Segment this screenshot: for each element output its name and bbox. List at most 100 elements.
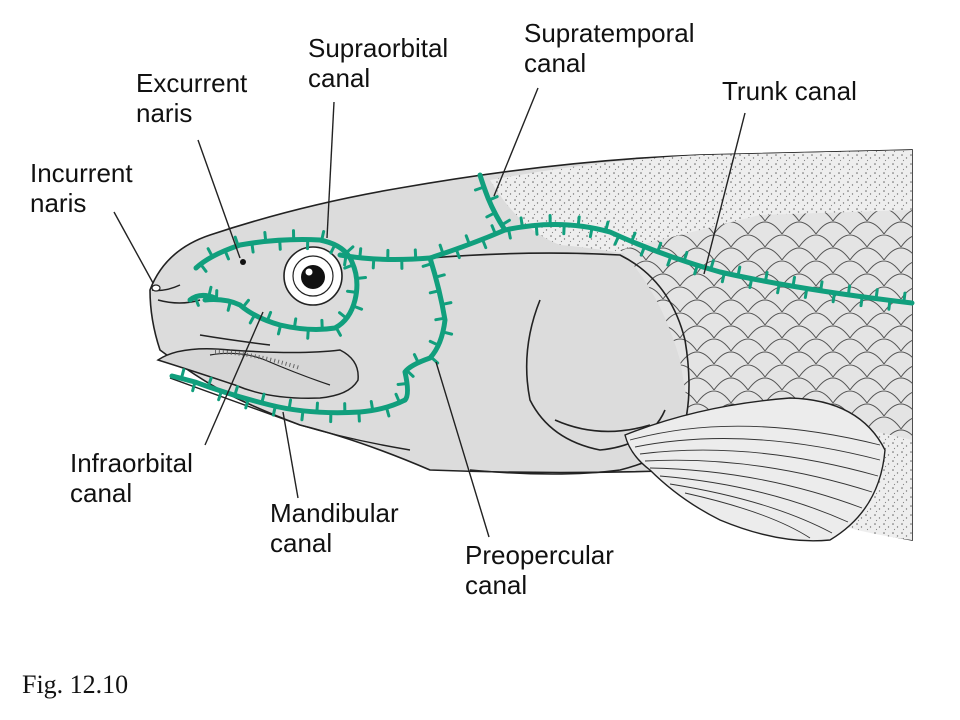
canal-pore [831,291,836,304]
canal-pore [440,301,453,306]
canal-pore [438,243,445,256]
canal-pore [639,245,647,257]
canal-pore [217,389,223,402]
canal-pore [604,220,610,233]
canal-pore [346,289,358,294]
canal-pore [485,211,497,219]
canal-pore [384,405,391,418]
canal-pore [334,325,342,337]
canal-pores [179,185,907,424]
canal-pore [776,282,781,295]
canal-pore [480,237,488,250]
canal-pore [263,230,268,243]
canal-pore [656,241,663,254]
canal-pore [613,234,621,246]
label-trunk-canal: Trunk canal [722,76,857,106]
canal-pore [534,223,539,236]
canal-pore [507,227,512,240]
leader-infraorbital-canal [204,311,264,446]
canal-pore [207,285,213,298]
canal-pore [292,317,298,330]
canal-pore [434,273,446,279]
canal-pore [355,275,367,280]
canal-pore [343,263,355,270]
canal-pore [709,259,715,271]
canal-pore [244,397,250,410]
canal-pore [223,249,230,261]
canal-pore [682,250,689,263]
canal-pore [874,288,879,301]
canal-pore [412,353,420,365]
canal-pore [193,295,200,307]
canal-pore [233,385,239,397]
canal-pore [748,277,754,290]
canal-pore [206,247,214,259]
canal-pore [250,241,255,254]
canal-pore [351,304,364,311]
canal-pore [357,410,361,423]
canal-pore [278,238,282,251]
canal-pore [287,398,293,411]
canal-pore [179,368,186,380]
leader-mandibular-canal [282,411,299,499]
pectoral-fin [624,397,886,542]
canal-pore [396,381,409,386]
supraorbital-canal [193,237,360,332]
canal-pore [343,254,348,267]
canal-pore [736,265,742,278]
canal-pore [720,271,726,284]
canal-pore [320,230,326,242]
canal-pore [434,316,447,322]
canal-pore [329,243,337,255]
canal-pore [265,310,273,323]
canal-pore [693,263,699,276]
canal-pore [500,218,511,227]
canal-pore [576,215,581,228]
canal-pore [666,254,673,267]
canal-pore [369,400,375,412]
canal-pore [260,392,266,405]
label-infraorbital-canal: Infraorbital canal [70,448,193,508]
canal-pore [394,392,402,405]
canal-pore [454,247,461,260]
canal-pore [191,380,197,393]
incurrent-naris-dot [151,284,161,292]
label-mandibular-canal: Mandibular canal [270,498,399,558]
mandibular-canal [169,373,408,416]
canal-pore [421,262,434,268]
canal-pore [241,298,250,309]
canal-pore [588,226,594,239]
excurrent-naris-dot [240,259,246,265]
canal-pore [846,284,852,297]
canal-pore [630,231,637,243]
canal-pore [519,216,524,229]
canal-pore [405,368,415,378]
canal-pore [338,311,349,320]
figure-caption: Fig. 12.10 [22,670,129,699]
canal-pore [473,185,486,192]
canal-pore [791,275,796,288]
leader-preopercular-canal [435,361,490,538]
canal-pore [358,247,363,260]
canal-pore [428,339,440,347]
leader-excurrent-naris [197,139,241,259]
canal-pore [276,323,283,336]
label-incurrent-naris: Incurrent naris [30,158,133,218]
canal-pore [487,195,499,202]
supratemporal-canal [477,172,508,233]
leader-supraorbital-canal [326,101,335,239]
canal-pore [859,295,864,308]
canal-pore [226,300,232,312]
canal-pore [464,234,471,246]
canal-pore [803,287,809,299]
canal-pore [199,262,208,273]
eye [283,246,343,306]
label-excurrent-naris: Excurrent naris [136,68,248,128]
leader-lines [113,87,746,538]
canal-pore [315,401,319,414]
canal-pore [206,376,213,389]
canal-pore [344,245,355,255]
infraorbital-canal [187,292,218,303]
leader-incurrent-naris [113,211,154,284]
